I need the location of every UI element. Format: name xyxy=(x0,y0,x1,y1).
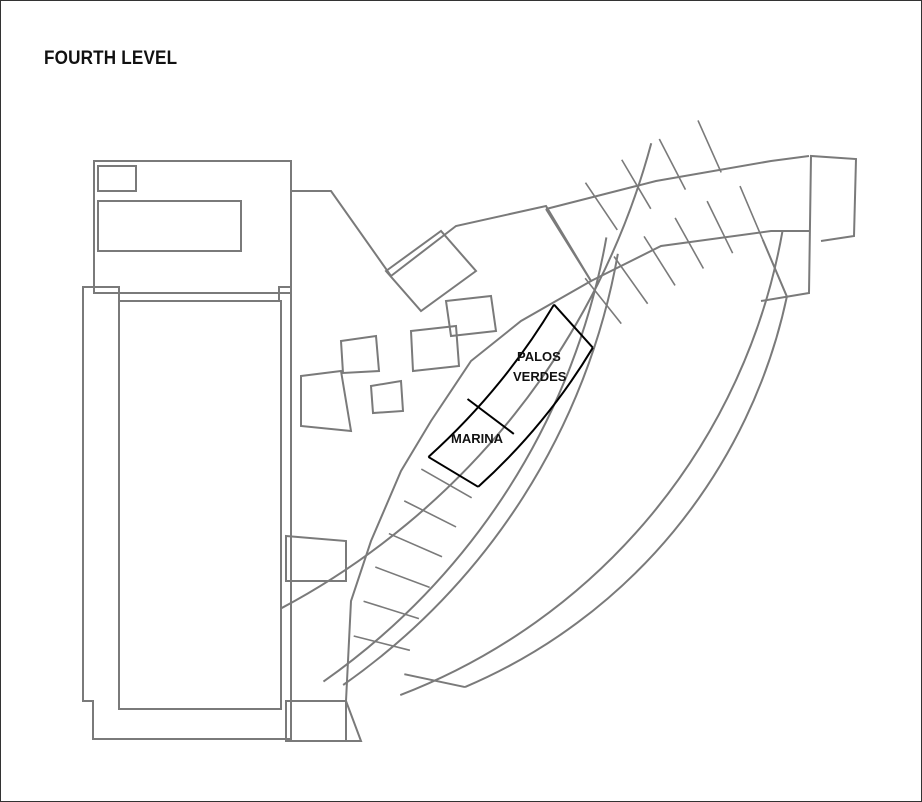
room-divider xyxy=(643,235,676,286)
room-divider xyxy=(658,138,687,190)
lower-room xyxy=(285,534,347,582)
highlighted-inner-wall xyxy=(427,304,555,458)
elevator-1 xyxy=(444,294,498,338)
wing-top-wall xyxy=(280,142,653,610)
room-divider xyxy=(375,566,430,589)
lobby-outline xyxy=(290,190,593,742)
room-divider xyxy=(706,200,734,254)
service-room xyxy=(300,369,353,433)
stair-block-right xyxy=(760,154,858,302)
corridor-wall-outer xyxy=(342,253,619,686)
corridor-wall-inner xyxy=(322,237,608,683)
highlighted-outer-wall xyxy=(477,347,594,488)
terrace-edge xyxy=(464,296,788,688)
room-divider xyxy=(613,256,649,305)
room-divider xyxy=(388,532,443,558)
upper-outer-wall xyxy=(545,155,810,210)
top-left-room xyxy=(97,200,242,252)
terrace-end-bottom xyxy=(404,673,466,689)
stair-center xyxy=(384,229,478,313)
terrace-end-top xyxy=(761,239,788,297)
room-divider xyxy=(739,185,764,240)
marina-wall xyxy=(427,456,479,488)
highlighted-rooms xyxy=(427,303,594,488)
room-divider xyxy=(621,159,652,210)
stair-top-left xyxy=(97,165,137,192)
top-left-block xyxy=(93,160,292,294)
room-label-marina[interactable]: MARINA xyxy=(451,431,504,446)
room-divider xyxy=(674,217,705,269)
floor-title: FOURTH LEVEL xyxy=(44,48,178,69)
room-divider xyxy=(584,182,618,231)
room-label-palos[interactable]: PALOS xyxy=(517,349,561,364)
stair-bottom xyxy=(285,700,347,742)
elevator-3 xyxy=(339,334,381,375)
room-divider xyxy=(584,277,622,325)
walls xyxy=(82,142,858,742)
ballroom-outer xyxy=(82,286,292,740)
ballroom-inner xyxy=(118,300,282,710)
elevator-4 xyxy=(369,379,405,415)
palos-wall xyxy=(553,303,594,349)
room-divider xyxy=(363,600,420,620)
marina-palos-wall xyxy=(466,398,515,435)
room-divider xyxy=(353,635,411,652)
room-divider xyxy=(697,120,722,173)
elevator-2 xyxy=(409,324,461,373)
wing-outer-wall xyxy=(399,231,784,697)
room-divider xyxy=(403,500,457,528)
rooms xyxy=(353,120,764,652)
room-divider xyxy=(420,468,473,499)
room-label-verdes[interactable]: VERDES xyxy=(513,369,567,384)
